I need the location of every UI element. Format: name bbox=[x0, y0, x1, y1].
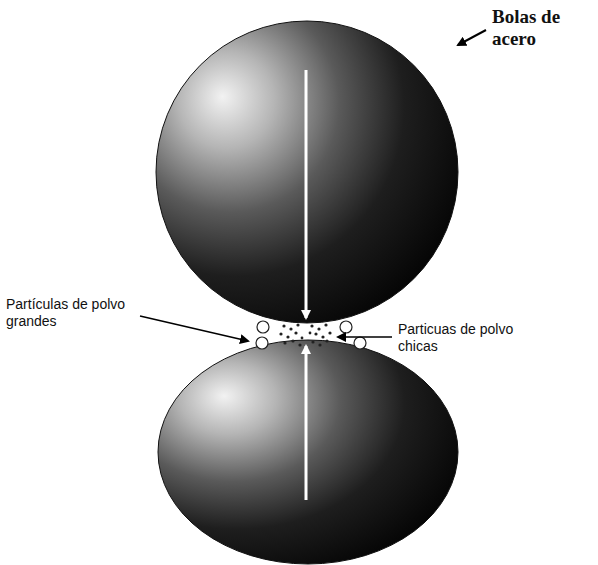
steel-ball bbox=[156, 21, 458, 323]
small-powder-particles bbox=[279, 323, 331, 346]
leader-arrow bbox=[140, 316, 248, 341]
part-label: Partículas de polvo grandes bbox=[6, 296, 126, 330]
part-label: Bolas de acero bbox=[492, 6, 587, 50]
leader-arrow bbox=[458, 30, 486, 45]
force-arrow bbox=[305, 346, 308, 500]
leader-arrow bbox=[338, 336, 392, 338]
force-arrow bbox=[305, 70, 308, 318]
large-powder-particles bbox=[256, 321, 366, 349]
steel-ball bbox=[158, 340, 458, 564]
part-label: Particuas de polvo chicas bbox=[398, 321, 528, 355]
